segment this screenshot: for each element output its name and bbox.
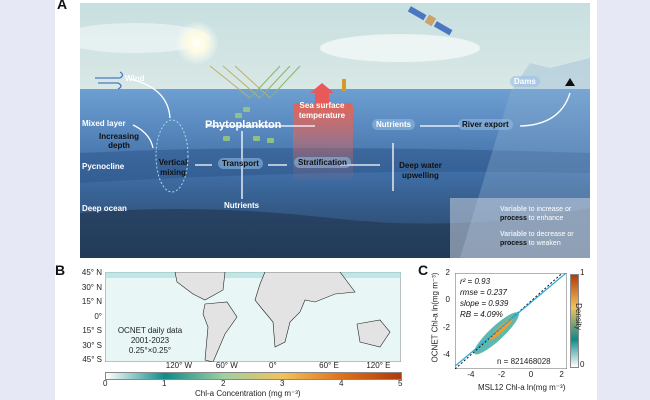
label-river-export: River export xyxy=(458,119,513,130)
y-tick: 2 xyxy=(445,268,450,277)
x-tick: -2 xyxy=(498,370,506,379)
annotation-line: OCNET daily data xyxy=(117,326,183,335)
colorbar-tick: 1 xyxy=(162,379,167,388)
sun-icon xyxy=(175,21,219,65)
colorbar-tick: 0 xyxy=(103,379,108,388)
label-phytoplankton: Phytoplankton xyxy=(205,119,282,131)
annotation-line: 2001-2023 xyxy=(130,336,170,345)
label-mixed-layer: Mixed layer xyxy=(82,119,126,128)
x-tick: -4 xyxy=(467,370,475,379)
panel-label-c: C xyxy=(418,262,429,278)
colorbar-tick: 4 xyxy=(339,379,344,388)
label-deep-ocean: Deep ocean xyxy=(82,204,127,213)
label-nutrients-deep: Nutrients xyxy=(224,201,260,210)
label-stratification: Stratification xyxy=(294,157,351,168)
panel-label-b: B xyxy=(55,262,66,278)
label-transport: Transport xyxy=(218,158,263,169)
x-tick: 0 xyxy=(528,370,534,379)
wind-icon xyxy=(95,71,124,90)
y-tick: 0 xyxy=(445,295,450,305)
colorbar-label: Chl-a Concentration (mg m⁻³) xyxy=(195,389,301,398)
lat-tick: 15° S xyxy=(82,326,102,335)
lat-tick: 30° N xyxy=(81,282,102,292)
label-vertical-mixing: Vertical mixing xyxy=(158,158,188,177)
x-tick: 2 xyxy=(559,370,564,379)
stats: r² = 0.93 rmse = 0.237 slope = 0.939 RB … xyxy=(460,276,508,320)
stat-n: n = 821468028 xyxy=(497,357,551,366)
density-label: Density xyxy=(573,303,583,330)
colorbar-tick: 3 xyxy=(280,379,285,388)
y-tick: -4 xyxy=(442,350,450,360)
label-dams: Dams xyxy=(510,76,540,87)
panel-label-a: A xyxy=(57,0,68,12)
lat-tick: 15° N xyxy=(81,297,102,306)
stat-slope: slope = 0.939 xyxy=(460,299,509,308)
legend-box xyxy=(450,198,590,258)
density-core xyxy=(489,318,513,341)
y-tick: -2 xyxy=(442,322,450,332)
lat-tick: 0° xyxy=(94,311,102,321)
satellite-icon xyxy=(407,6,453,36)
chl-map xyxy=(105,272,401,362)
stat-rb: RB = 4.09% xyxy=(460,310,503,319)
lat-tick: 45° N xyxy=(81,268,102,277)
stat-rmse: rmse = 0.237 xyxy=(460,288,507,297)
lat-tick: 30° S xyxy=(82,340,102,350)
label-deep-water-upwelling: Deep water upwelling xyxy=(399,161,442,180)
colorbar xyxy=(105,372,402,380)
label-nutrients-surface: Nutrients xyxy=(372,119,416,130)
colorbar-tick: 2 xyxy=(221,379,226,388)
label-increasing-depth: Increasing depth xyxy=(98,132,139,150)
annotation-line: 0.25°×0.25° xyxy=(128,346,172,355)
scatter-plot xyxy=(455,273,567,369)
x-axis-label: MSL12 Chl-a ln(mg m⁻³) xyxy=(478,383,566,392)
colorbar-tick: 5 xyxy=(398,379,403,388)
land xyxy=(174,272,391,362)
lon-tick: 0° xyxy=(269,361,277,370)
label-wind: Wind xyxy=(125,74,145,83)
buoy-icon xyxy=(342,79,346,91)
fit-line xyxy=(455,273,567,367)
density-tick: 0 xyxy=(580,360,585,369)
density-tick: 1 xyxy=(580,268,585,277)
label-pycnocline: Pycnocline xyxy=(82,162,125,171)
lon-tick: 60° E xyxy=(319,361,339,370)
lat-tick: 45° S xyxy=(82,355,102,364)
density-colorbar xyxy=(570,274,579,368)
lon-tick: 120° E xyxy=(366,361,391,370)
stat-r2: r² = 0.93 xyxy=(460,277,491,286)
label-sst: Sea surface temperature xyxy=(298,101,346,120)
ocean-illustration xyxy=(80,3,590,258)
lon-tick: 120° W xyxy=(165,361,193,370)
lon-tick: 60° W xyxy=(215,361,238,370)
